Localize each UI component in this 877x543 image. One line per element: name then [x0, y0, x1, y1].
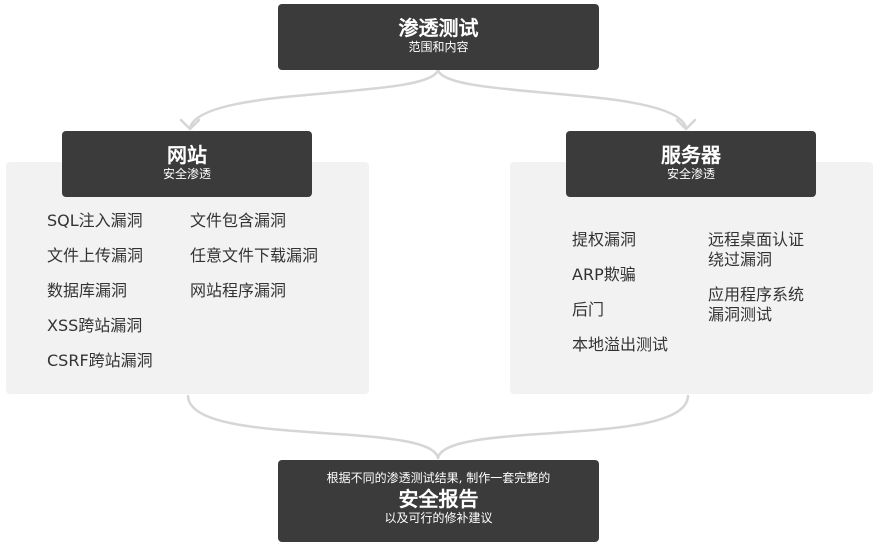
connector-top-to-website [188, 68, 440, 130]
server-title: 服务器 [661, 143, 721, 167]
server-item: 提权漏洞 [572, 230, 637, 249]
website-title: 网站 [167, 143, 207, 167]
report-box: 根据不同的渗透测试结果, 制作一套完整的 安全报告 以及可行的修补建议 [278, 460, 599, 542]
website-item: SQL注入漏洞 [47, 211, 143, 230]
website-item: CSRF跨站漏洞 [47, 351, 153, 370]
server-panel [510, 162, 873, 394]
website-item: XSS跨站漏洞 [47, 316, 143, 335]
website-item: 网站程序漏洞 [190, 281, 287, 300]
arrowhead-left [179, 118, 201, 131]
server-item: 绕过漏洞 [708, 250, 773, 269]
server-item: 后门 [572, 300, 605, 319]
report-title: 安全报告 [398, 487, 479, 511]
website-item: 任意文件下载漏洞 [190, 246, 319, 265]
website-item: 文件上传漏洞 [47, 246, 144, 265]
server-header-box: 服务器 安全渗透 [566, 131, 816, 197]
server-item: 应用程序系统 [708, 285, 805, 304]
website-item: 文件包含漏洞 [190, 211, 287, 230]
pentest-subtitle: 范围和内容 [408, 40, 469, 54]
pentest-header-box: 渗透测试 范围和内容 [278, 4, 599, 70]
server-item: ARP欺骗 [572, 265, 636, 284]
server-item: 本地溢出测试 [572, 335, 669, 354]
website-header-box: 网站 安全渗透 [62, 131, 312, 197]
server-item: 远程桌面认证 [708, 230, 805, 249]
connector-top-to-server [436, 68, 688, 130]
website-subtitle: 安全渗透 [162, 167, 211, 181]
connector-website-to-report [186, 394, 440, 460]
website-panel [6, 162, 369, 394]
server-subtitle: 安全渗透 [666, 167, 715, 181]
report-intro: 根据不同的渗透测试结果, 制作一套完整的 [326, 471, 551, 485]
server-item: 漏洞测试 [708, 305, 773, 324]
connector-server-to-report [436, 394, 690, 460]
pentest-title: 渗透测试 [398, 16, 479, 40]
website-item: 数据库漏洞 [47, 281, 128, 300]
arrowhead-right [675, 118, 697, 131]
report-subtitle: 以及可行的修补建议 [384, 511, 493, 525]
